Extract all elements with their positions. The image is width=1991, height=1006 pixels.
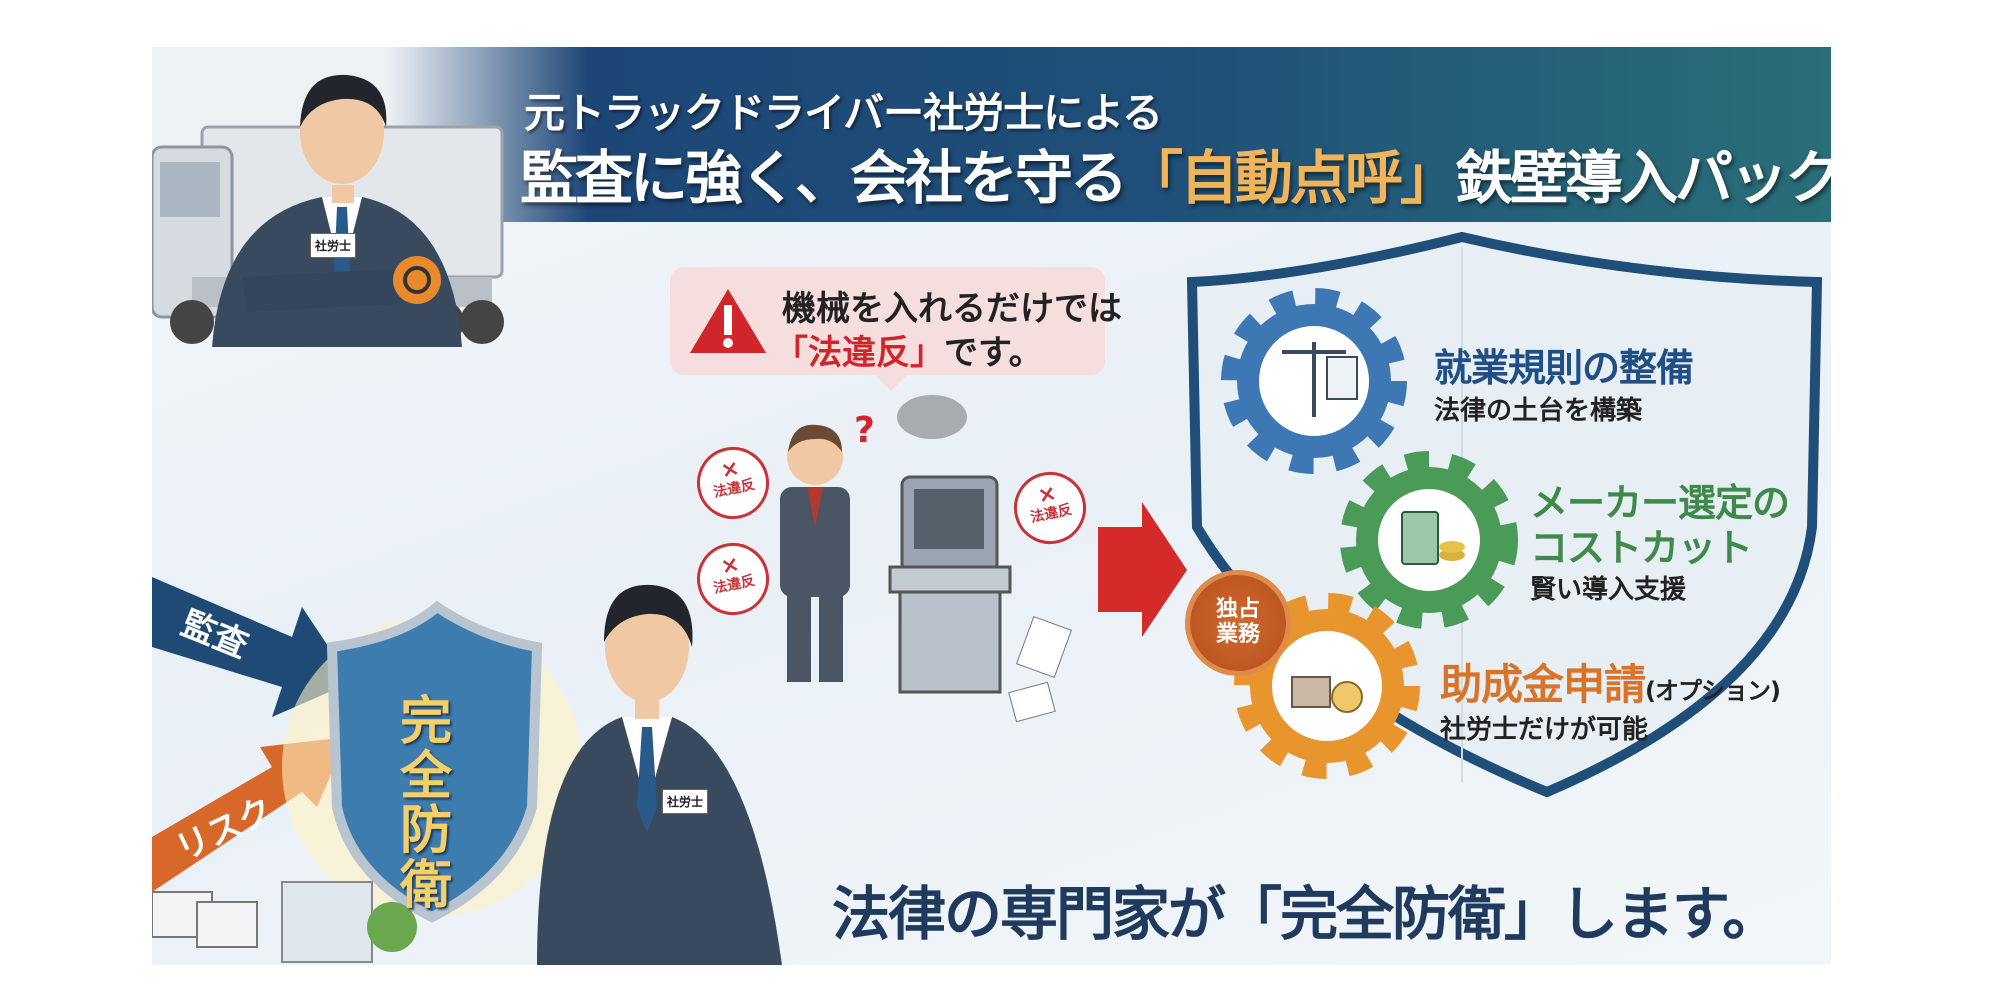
header-line2-prefix: 監査に強く、会社を守る	[520, 144, 1128, 212]
header-line1: 元トラックドライバー社労士による	[524, 89, 1163, 137]
service-title-work-rules: 就業規則の整備	[1434, 346, 1694, 390]
confused-businessman	[780, 424, 850, 682]
infographic: ?	[152, 47, 1831, 965]
exclusive-badge: 独占業務	[1190, 575, 1286, 671]
subsidy-note: (オプション)	[1645, 677, 1781, 705]
subsidy-title: 助成金申請	[1440, 660, 1646, 709]
warning-bubble: 機械を入れるだけでは 「法違反」です。	[670, 267, 1122, 391]
name-tag-bottom: 社労士	[662, 789, 709, 814]
badge-line1: 独占	[1215, 597, 1260, 622]
service-title-subsidy: 助成金申請(オプション)	[1440, 651, 1781, 712]
warning-line1: 機械を入れるだけでは	[782, 289, 1122, 329]
warning-highlight: 「法違反」	[774, 333, 944, 373]
header-line2: 監査に強く、会社を守る「自動点呼」鉄壁導入パック	[520, 131, 1831, 215]
gear-blue	[1221, 288, 1407, 474]
service-subtitle-subsidy: 社労士だけが可能	[1440, 715, 1649, 745]
gear-green	[1340, 451, 1518, 629]
badge-line2: 業務	[1215, 622, 1260, 648]
tagline: 法律の専門家が「完全防衛」します。	[832, 867, 1780, 951]
kiosk-machine	[888, 395, 1072, 723]
defense-shield	[326, 600, 543, 923]
lawyer-top-illustration	[212, 74, 462, 347]
gear-orange	[1234, 593, 1420, 779]
warning-line2: 「法違反」です。	[774, 325, 1043, 374]
buildings-trucks	[152, 881, 417, 963]
header-line2-suffix: 鉄壁導入パック	[1455, 144, 1831, 212]
warning-suffix: です。	[944, 333, 1043, 373]
shield-text-line2: 防衛	[399, 801, 452, 916]
tagline-highlight: 「完全防衛」	[1224, 880, 1562, 948]
illustration-layer: ?	[152, 74, 1823, 965]
service-title-maker-line1: メーカー選定の	[1530, 481, 1790, 525]
red-arrow-icon	[1098, 502, 1187, 637]
tagline-suffix: します。	[1560, 880, 1780, 948]
shield-text-line1: 完全	[399, 692, 452, 807]
warning-triangle-icon	[690, 289, 766, 353]
header-line2-highlight: 「自動点呼」	[1125, 144, 1458, 212]
tagline-prefix: 法律の専門家が	[832, 880, 1226, 948]
audit-arrow	[152, 577, 352, 717]
service-subtitle-maker: 賢い導入支援	[1530, 575, 1687, 605]
question-mark: ?	[854, 410, 875, 451]
service-subtitle-work-rules: 法律の土台を構築	[1434, 396, 1643, 426]
lawyer-bottom-illustration	[537, 584, 782, 965]
shield-text: 完全防衛	[380, 695, 470, 913]
name-tag-top: 社労士	[310, 233, 357, 258]
service-title-maker-line2: コストカット	[1530, 526, 1753, 570]
